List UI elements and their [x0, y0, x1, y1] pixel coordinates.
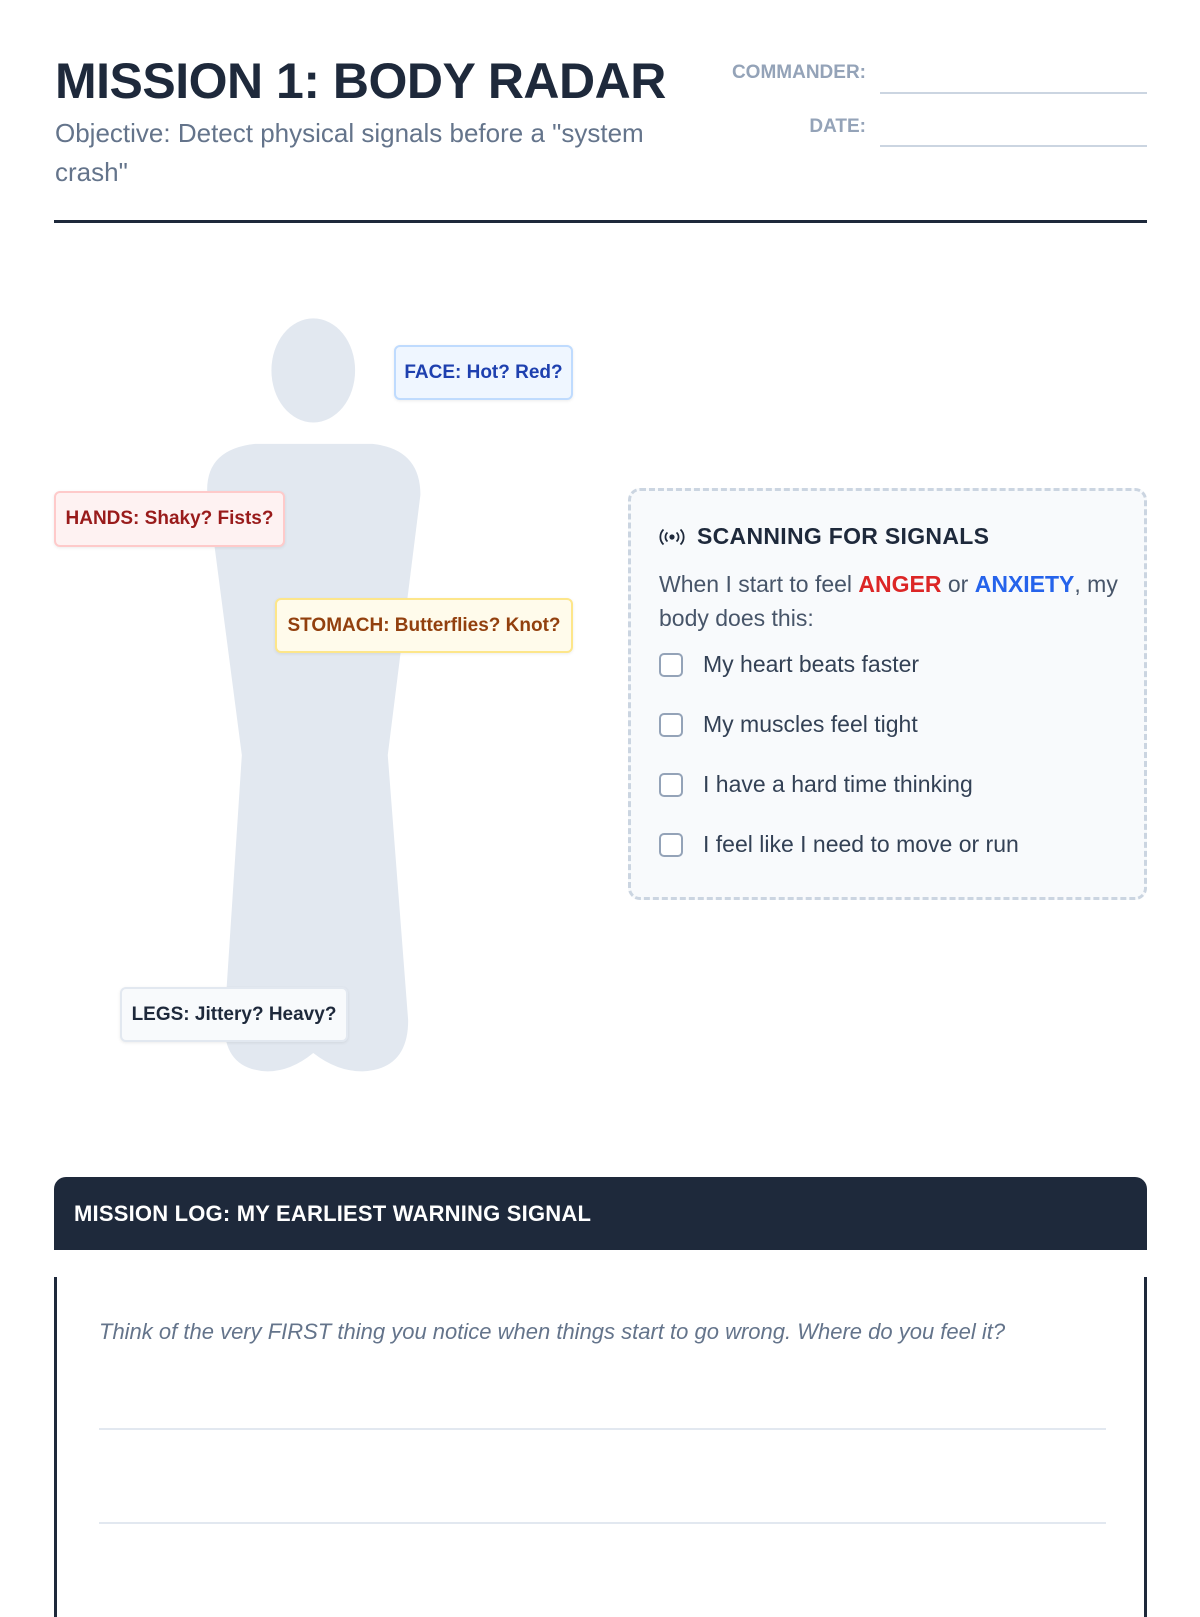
checklist-item[interactable]: My heart beats faster: [659, 651, 919, 678]
legs-tag: LEGS: Jittery? Heavy?: [120, 987, 348, 1042]
mission-log-body: Think of the very FIRST thing you notice…: [54, 1277, 1147, 1617]
date-field[interactable]: [880, 145, 1147, 147]
face-tag: FACE: Hot? Red?: [394, 345, 573, 400]
checklist-item[interactable]: I have a hard time thinking: [659, 771, 973, 798]
prompt-text: , my body does this:: [659, 571, 1118, 631]
checklist-label: I have a hard time thinking: [703, 771, 973, 797]
header-divider: [54, 220, 1147, 223]
scanning-panel: SCANNING FOR SIGNALS When I start to fee…: [628, 488, 1147, 900]
emotion-anxiety: ANXIETY: [974, 571, 1075, 597]
hands-tag-label: HANDS: Shaky? Fists?: [65, 508, 274, 529]
checklist-item[interactable]: I feel like I need to move or run: [659, 831, 1019, 858]
commander-label: COMMANDER:: [731, 62, 866, 83]
prompt-text: When I start to feel: [659, 571, 859, 597]
writing-line[interactable]: [99, 1428, 1106, 1430]
face-tag-label: FACE: Hot? Red?: [404, 361, 563, 383]
checklist-label: My muscles feel tight: [703, 711, 918, 737]
emotion-anger: ANGER: [858, 571, 942, 597]
date-label: DATE:: [809, 116, 866, 137]
page-title: MISSION 1: BODY RADAR: [55, 53, 666, 109]
stomach-tag-label: STOMACH: Butterflies? Knot?: [287, 614, 561, 636]
scanning-title: SCANNING FOR SIGNALS: [697, 523, 990, 549]
objective-subtitle: Objective: Detect physical signals befor…: [55, 118, 644, 187]
hands-tag: HANDS: Shaky? Fists?: [54, 491, 285, 547]
scanning-prompt: When I start to feel ANGER or ANXIETY, m…: [659, 567, 1119, 635]
checklist-item[interactable]: My muscles feel tight: [659, 711, 918, 738]
commander-field[interactable]: [880, 92, 1147, 94]
checkbox[interactable]: [659, 832, 683, 857]
head-shape: [271, 318, 356, 423]
prompt-text: or: [941, 571, 975, 597]
checkbox[interactable]: [659, 652, 683, 677]
legs-tag-label: LEGS: Jittery? Heavy?: [131, 1003, 337, 1025]
mission-log-title: MISSION LOG: MY EARLIEST WARNING SIGNAL: [74, 1200, 592, 1226]
radar-signal-icon: [659, 528, 685, 545]
checkbox[interactable]: [659, 772, 683, 797]
checkbox[interactable]: [659, 712, 683, 737]
checklist-label: I feel like I need to move or run: [703, 831, 1019, 857]
mission-log-prompt: Think of the very FIRST thing you notice…: [99, 1319, 1006, 1344]
mission-log-header: MISSION LOG: MY EARLIEST WARNING SIGNAL: [54, 1177, 1147, 1250]
checklist-label: My heart beats faster: [703, 651, 920, 677]
writing-line[interactable]: [99, 1522, 1106, 1524]
stomach-tag: STOMACH: Butterflies? Knot?: [275, 598, 573, 653]
